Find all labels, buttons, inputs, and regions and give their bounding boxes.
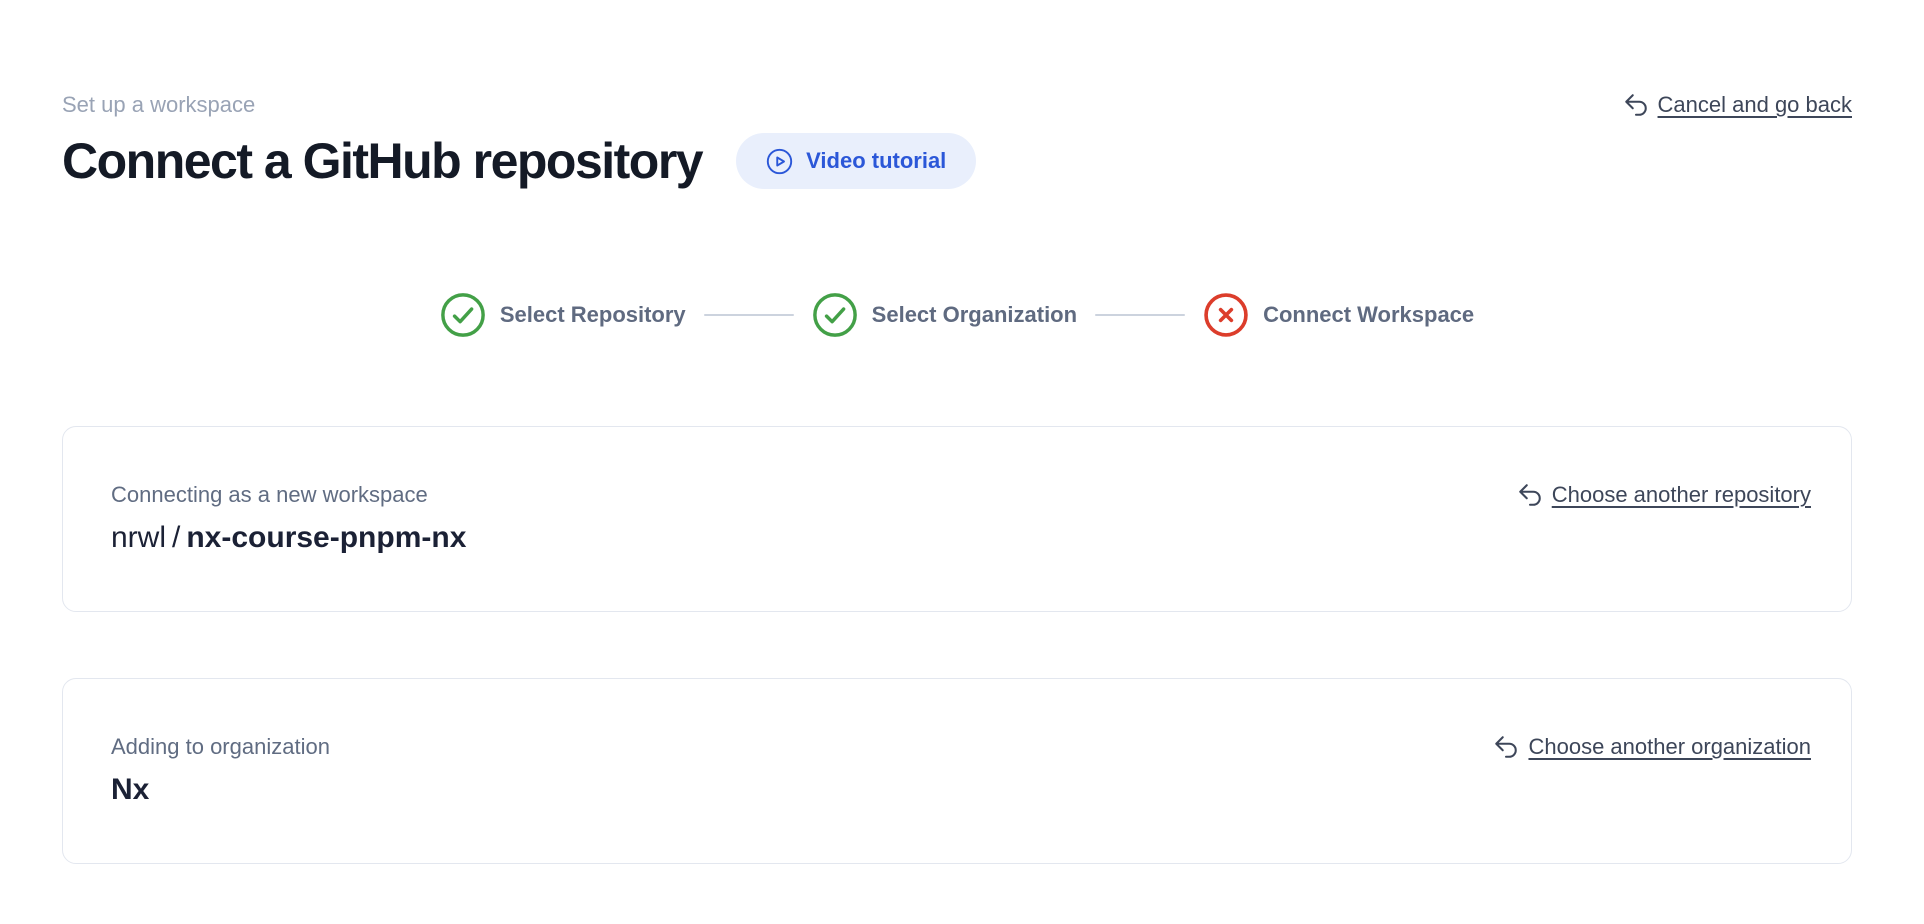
page-title: Connect a GitHub repository (62, 133, 704, 189)
repository-card: Connecting as a new workspace nrwl/nx-co… (62, 426, 1852, 612)
cancel-link-label: Cancel and go back (1657, 92, 1852, 117)
cancel-and-go-back-link[interactable]: Cancel and go back (1623, 90, 1852, 120)
step-label: Connect Workspace (1263, 302, 1475, 327)
arrow-uturn-left-icon (1623, 92, 1649, 118)
setup-stepper: Select Repository Select Organization Co… (62, 292, 1852, 338)
step-connector (703, 314, 794, 316)
step-select-repository: Select Repository (440, 292, 686, 338)
organization-name: Nx (111, 773, 150, 806)
choose-another-repository-label: Choose another repository (1551, 482, 1811, 507)
video-tutorial-label: Video tutorial (806, 148, 947, 173)
repository-card-info: Connecting as a new workspace nrwl/nx-co… (111, 479, 466, 559)
page-header: Set up a workspace Cancel and go back Co… (62, 90, 1852, 192)
x-circle-icon (1204, 293, 1248, 337)
setup-workspace-page: Set up a workspace Cancel and go back Co… (62, 90, 1852, 864)
organization-card: Adding to organization Nx Choose another… (62, 678, 1852, 864)
play-circle-icon (766, 148, 793, 175)
step-label: Select Repository (499, 302, 686, 327)
repository-full-name: nrwl/nx-course-pnpm-nx (111, 517, 466, 559)
repository-card-eyebrow: Connecting as a new workspace (111, 482, 428, 507)
step-connector (1095, 314, 1186, 316)
repository-owner: nrwl (111, 521, 167, 554)
check-circle-icon (812, 293, 857, 337)
choose-another-organization-link[interactable]: Choose another organization (1493, 731, 1811, 763)
arrow-uturn-left-icon (1493, 734, 1519, 760)
repository-separator: / (172, 521, 181, 554)
video-tutorial-button[interactable]: Video tutorial (736, 133, 977, 189)
choose-another-organization-label: Choose another organization (1528, 734, 1811, 759)
choose-another-repository-link[interactable]: Choose another repository (1517, 479, 1811, 511)
page-eyebrow: Set up a workspace (62, 92, 256, 117)
step-connect-workspace: Connect Workspace (1203, 292, 1474, 338)
repository-name: nx-course-pnpm-nx (186, 521, 467, 554)
step-select-organization: Select Organization (812, 292, 1077, 338)
arrow-uturn-left-icon (1517, 482, 1543, 508)
check-circle-icon (440, 293, 485, 337)
organization-card-info: Adding to organization Nx (111, 731, 330, 811)
step-label: Select Organization (871, 302, 1078, 327)
organization-card-eyebrow: Adding to organization (111, 734, 330, 759)
